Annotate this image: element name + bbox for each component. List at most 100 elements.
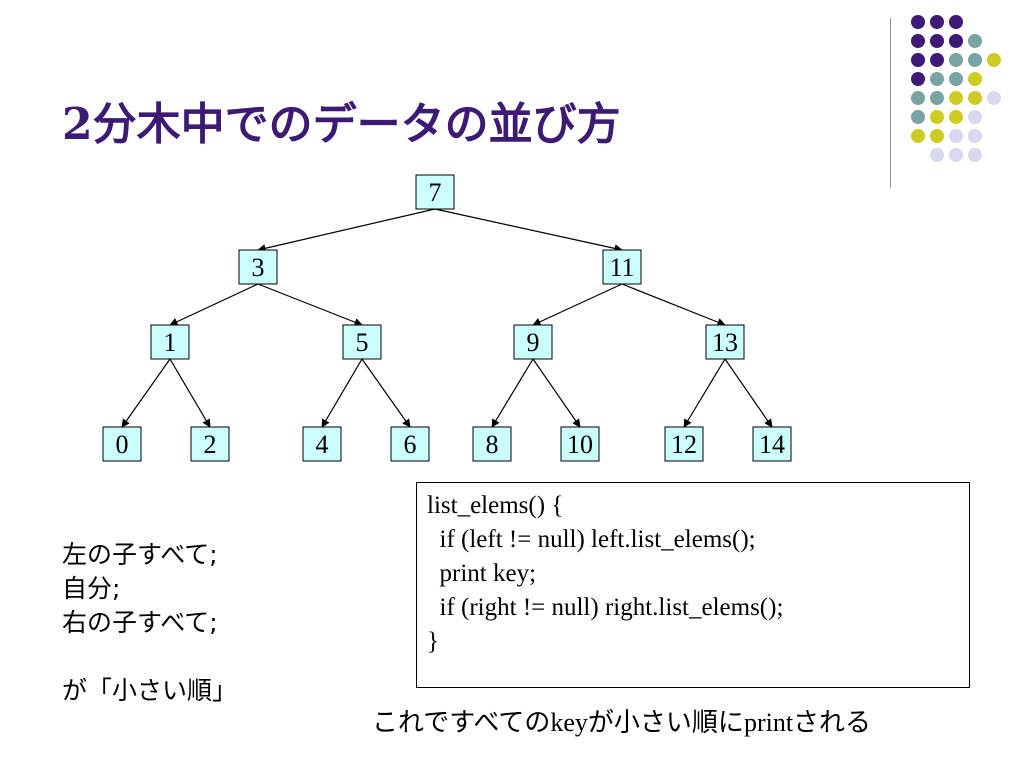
tree-node-box (102, 426, 142, 462)
decor-dot (968, 148, 982, 162)
decor-dot (968, 129, 982, 143)
decor-dot (987, 53, 1001, 67)
decor-dot (949, 53, 963, 67)
decor-dot (949, 148, 963, 162)
tree-node-label: 13 (712, 328, 738, 357)
decor-dot (987, 91, 1001, 105)
tree-node-1: 1 (150, 324, 190, 360)
tree-node-box (302, 426, 342, 462)
tree-node-label: 10 (567, 430, 593, 459)
tree-edge (724, 358, 773, 428)
tree-node-label: 3 (252, 253, 265, 282)
left-subtree-text: 左の子すべて; (62, 540, 218, 569)
tree-node-box (602, 249, 642, 285)
decor-dot (930, 110, 944, 124)
tree-edge (683, 358, 726, 428)
tree-node-label: 6 (404, 430, 417, 459)
tree-node-box (190, 426, 230, 462)
decor-dot (930, 148, 944, 162)
divider-line (890, 18, 891, 188)
tree-node-box (390, 426, 430, 462)
caption-keyword-key: key (550, 708, 588, 737)
tree-node-box (752, 426, 792, 462)
decor-dot (930, 34, 944, 48)
decor-dot (968, 72, 982, 86)
tree-node-box (513, 324, 553, 360)
tree-node-label: 14 (759, 430, 785, 459)
tree-edge (491, 358, 534, 428)
tree-node-box (664, 426, 704, 462)
decor-dot (930, 15, 944, 29)
tree-edge (532, 358, 581, 428)
tree-node-box (415, 174, 455, 210)
tree-node-14: 14 (752, 426, 792, 462)
tree-edge (321, 358, 363, 428)
code-line: if (right != null) right.list_elems(); (427, 594, 784, 621)
caption-part: される (793, 708, 872, 738)
decor-dot (930, 72, 944, 86)
decor-dot (911, 110, 925, 124)
tree-node-7: 7 (415, 174, 455, 210)
decor-dot (968, 53, 982, 67)
tree-edge (169, 283, 259, 326)
tree-node-label: 11 (609, 253, 634, 282)
decor-dot (949, 72, 963, 86)
decorative-dots (911, 15, 1001, 162)
decor-dot (968, 34, 982, 48)
tree-node-5: 5 (342, 324, 382, 360)
code-line: print key; (427, 560, 537, 587)
tree-node-label: 2 (204, 430, 217, 459)
page-title: 2分木中でのデータの並び方 (62, 99, 621, 150)
caption: これですべてのkeyが小さい順にprintされる (372, 702, 871, 739)
caption-part: が小さい順に (587, 708, 744, 738)
caption-part: これですべての (372, 708, 551, 738)
tree-node-6: 6 (390, 426, 430, 462)
tree-node-3: 3 (238, 249, 278, 285)
decor-dot (949, 15, 963, 29)
decor-dot (968, 91, 982, 105)
tree-edge (121, 358, 171, 428)
decor-dot (911, 34, 925, 48)
tree-node-13: 13 (705, 324, 745, 360)
tree-node-label: 0 (116, 430, 129, 459)
tree-node-4: 4 (302, 426, 342, 462)
tree-node-2: 2 (190, 426, 230, 462)
tree-node-label: 8 (486, 430, 499, 459)
tree-node-label: 4 (316, 430, 329, 459)
decor-dot (930, 129, 944, 143)
tree-edge (257, 283, 363, 327)
tree-node-0: 0 (102, 426, 142, 462)
decor-dot (968, 110, 982, 124)
traversal-description: 左の子すべて; 自分; 右の子すべて; が「小さい順」 (62, 538, 237, 708)
decor-dot (911, 53, 925, 67)
decor-dot (911, 72, 925, 86)
tree-node-8: 8 (472, 426, 512, 462)
caption-keyword-print: print (743, 708, 794, 737)
tree-node-label: 5 (356, 328, 369, 357)
tree-node-box (705, 324, 745, 360)
order-text: が「小さい順」 (62, 676, 238, 705)
decor-dot (930, 91, 944, 105)
tree-node-box (150, 324, 190, 360)
decor-dot (930, 53, 944, 67)
tree-node-label: 7 (429, 178, 442, 207)
tree-node-box (472, 426, 512, 462)
tree-node-9: 9 (513, 324, 553, 360)
code-line: list_elems() { (427, 492, 564, 519)
code-line: } (427, 628, 439, 655)
tree-node-box (342, 324, 382, 360)
tree-edge (257, 208, 436, 253)
code-box: list_elems() { if (left != null) left.li… (416, 482, 970, 688)
tree-edge (532, 283, 623, 326)
self-text: 自分; (62, 574, 121, 603)
tree-node-10: 10 (560, 426, 600, 462)
decor-dot (949, 34, 963, 48)
decor-dot (911, 15, 925, 29)
tree-node-box (560, 426, 600, 462)
tree-node-label: 9 (527, 328, 540, 357)
decor-dot (911, 91, 925, 105)
tree-edge (621, 283, 726, 327)
tree-node-12: 12 (664, 426, 704, 462)
tree-edge (361, 358, 411, 428)
